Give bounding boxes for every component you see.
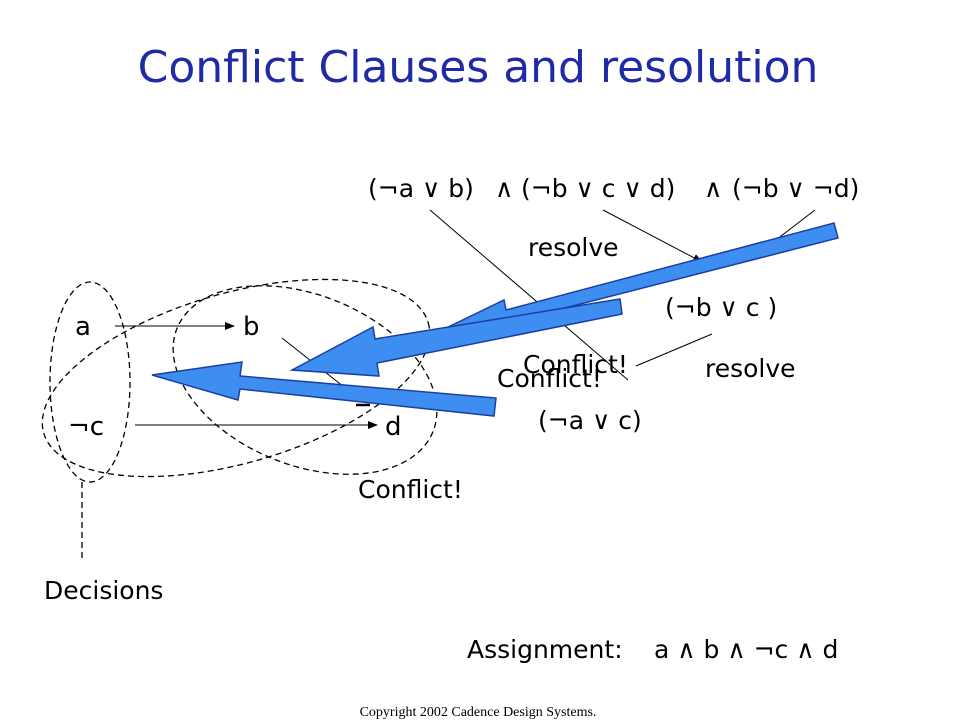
assignment-label: Assignment:: [467, 635, 623, 664]
page-title: Conflict Clauses and resolution: [138, 42, 819, 93]
node-b: b: [243, 312, 260, 342]
conflict-label-1: Conflict!: [523, 350, 628, 379]
connector-resolvent-1: [635, 333, 713, 367]
resolvent-2: (¬a ∨ c): [538, 406, 642, 435]
cut-conflict-2: [172, 285, 438, 475]
node-d: d: [385, 412, 402, 442]
formula-and-1: ∧: [495, 174, 513, 203]
formula-and-2: ∧: [704, 174, 722, 203]
copyright-text: Copyright 2002 Cadence Design Systems.: [360, 705, 597, 720]
resolve-arrow-2: [289, 298, 623, 377]
assignment-value: a ∧ b ∧ ¬c ∧ d: [654, 635, 838, 664]
formula-clause-1: (¬a ∨ b): [368, 174, 474, 203]
conflict-label-2: Conflict!: [497, 364, 602, 393]
connector-clause-2: [602, 209, 703, 263]
conflict-label-3: Conflict!: [358, 475, 463, 504]
node-not-c: ¬c: [68, 412, 104, 442]
connector-clause-1: [429, 209, 629, 381]
resolve-label-2: resolve: [705, 354, 796, 383]
formula-clause-3: (¬b ∨ ¬d): [732, 174, 859, 203]
resolve-label-1: resolve: [528, 233, 619, 262]
cut-decisions: [49, 281, 131, 483]
decisions-label: Decisions: [44, 576, 163, 605]
resolvent-1: (¬b ∨ c ): [665, 293, 777, 322]
node-a: a: [75, 312, 91, 342]
resolve-arrow-1: [441, 222, 839, 333]
cut-conflict-1: [41, 278, 431, 478]
resolve-arrow-3: [151, 361, 497, 417]
formula-clause-2: (¬b ∨ c ∨ d): [521, 174, 675, 203]
